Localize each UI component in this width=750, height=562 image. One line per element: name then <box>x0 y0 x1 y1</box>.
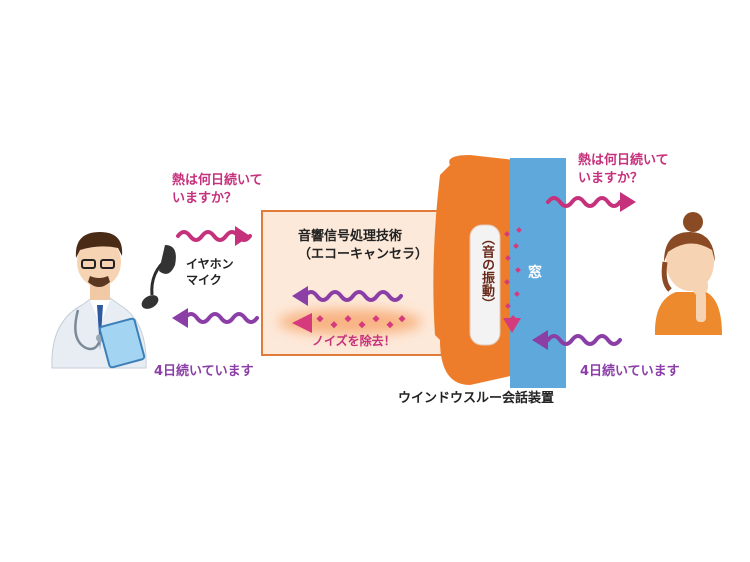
doctor-question-label: 熱は何日続いていますか？ <box>172 173 263 206</box>
window-label: 窓 <box>528 265 542 281</box>
sound-vibration-label: （音の振動） <box>479 232 494 310</box>
vibration-arrow <box>503 318 521 333</box>
patient-answer-label: 4日続いています <box>580 364 680 379</box>
device-name-label: ウインドウスルー会話装置 <box>398 391 555 406</box>
noise-dots <box>316 315 406 329</box>
vibration-dots <box>504 227 522 321</box>
device-inner-panel <box>469 224 501 346</box>
noise-glow <box>278 309 422 335</box>
earphone-mic-label: イヤホンマイク <box>186 257 234 288</box>
patient-icon <box>654 212 722 335</box>
doctor-answer-label: 4日続いています <box>154 364 254 379</box>
headset-icon <box>141 245 176 309</box>
patient-question-label: 熱は何日続いていますか？ <box>578 153 669 186</box>
window-bar <box>510 158 566 388</box>
processing-label: 音響信号処理技術（エコーキャンセラ） <box>298 229 429 262</box>
noise-removal-label: ノイズを除去！ <box>312 334 396 348</box>
wave-arrowheads <box>172 192 636 350</box>
doctor-icon <box>51 232 147 369</box>
noise-arrow <box>292 313 312 333</box>
